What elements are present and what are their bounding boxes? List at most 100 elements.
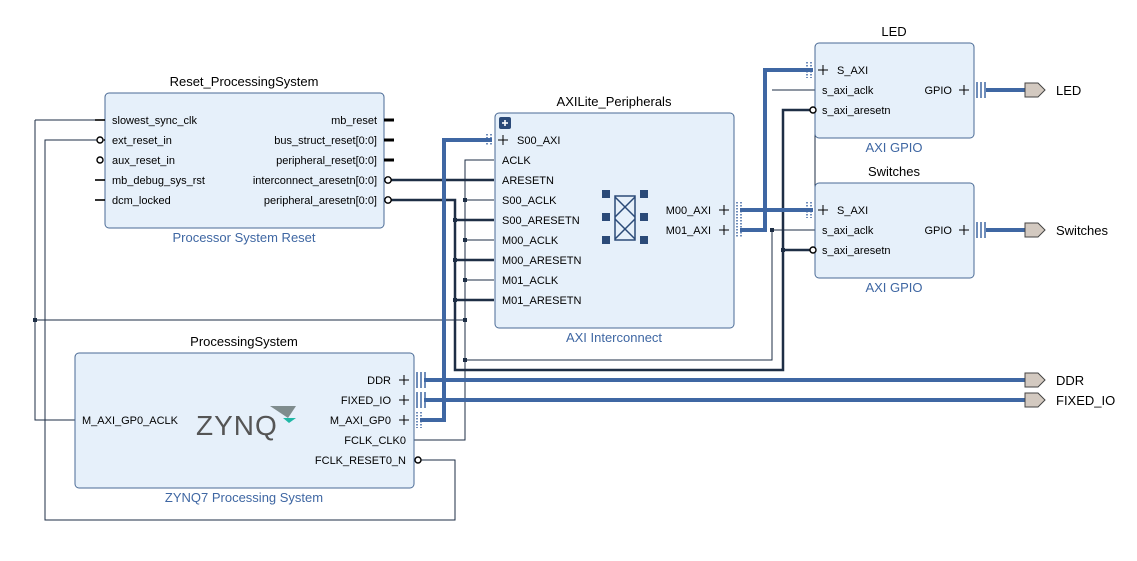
port-label: FIXED_IO bbox=[1056, 393, 1115, 408]
pin-s-axi[interactable]: S_AXI bbox=[837, 65, 868, 77]
zynq-logo: ZYNQ bbox=[196, 406, 296, 441]
pin-m01-aclk[interactable]: M01_ACLK bbox=[502, 275, 559, 287]
block-title: AXILite_Peripherals bbox=[557, 94, 672, 109]
block-title: LED bbox=[881, 24, 906, 39]
port-label: Switches bbox=[1056, 223, 1109, 238]
plus-icon[interactable] bbox=[399, 415, 409, 425]
pin-s00-axi[interactable]: S00_AXI bbox=[517, 135, 560, 147]
external-port-switches[interactable]: Switches bbox=[1024, 222, 1109, 238]
block-subtitle: AXI Interconnect bbox=[566, 330, 662, 345]
pin-gpio[interactable]: GPIO bbox=[924, 85, 952, 97]
plus-icon[interactable] bbox=[818, 205, 828, 215]
processing-system-block[interactable]: ProcessingSystem ZYNQ7 Processing System… bbox=[74, 334, 426, 505]
bubble-icon bbox=[414, 456, 422, 464]
junction bbox=[463, 358, 467, 362]
axilite-peripherals-block[interactable]: AXILite_Peripherals AXI Interconnect S00… bbox=[486, 94, 742, 345]
net-peripheral-aresetn[interactable] bbox=[388, 108, 815, 372]
plus-icon[interactable] bbox=[818, 65, 828, 75]
plus-icon[interactable] bbox=[498, 135, 508, 145]
junction bbox=[453, 258, 457, 262]
plus-icon[interactable] bbox=[399, 375, 409, 385]
pin-m00-aclk[interactable]: M00_ACLK bbox=[502, 235, 559, 247]
pin-s00-aclk[interactable]: S00_ACLK bbox=[502, 195, 557, 207]
port-label: DDR bbox=[1056, 373, 1084, 388]
pin-aresetn[interactable]: ARESETN bbox=[502, 175, 554, 187]
port-arrow-icon bbox=[1024, 372, 1046, 388]
external-port-led[interactable]: LED bbox=[1024, 82, 1081, 98]
junction bbox=[781, 248, 785, 252]
bubble-icon bbox=[809, 246, 817, 254]
pin-ext-reset-in[interactable]: ext_reset_in bbox=[112, 135, 172, 147]
bus-m00-axi[interactable] bbox=[740, 68, 813, 212]
junction bbox=[463, 318, 467, 322]
pin-m-axi-gp0[interactable]: M_AXI_GP0 bbox=[330, 415, 391, 427]
bus-m01-axi[interactable] bbox=[740, 208, 813, 232]
plus-box-icon[interactable] bbox=[499, 117, 511, 129]
port-arrow-icon bbox=[1024, 392, 1046, 408]
pin-aux-reset-in[interactable]: aux_reset_in bbox=[112, 155, 175, 167]
junction bbox=[463, 198, 467, 202]
junction bbox=[770, 228, 774, 232]
pin-m01-axi[interactable]: M01_AXI bbox=[666, 225, 711, 237]
pin-m00-axi[interactable]: M00_AXI bbox=[666, 205, 711, 217]
pin-s-axi-aclk[interactable]: s_axi_aclk bbox=[822, 85, 874, 97]
pin-ddr[interactable]: DDR bbox=[367, 375, 391, 387]
pin-m00-aresetn[interactable]: M00_ARESETN bbox=[502, 255, 582, 267]
net-fclk-reset0-n[interactable] bbox=[44, 139, 456, 521]
pin-dcm-locked[interactable]: dcm_locked bbox=[112, 195, 171, 207]
bubble-icon bbox=[809, 106, 817, 114]
net-junctions bbox=[33, 198, 785, 362]
junction bbox=[463, 238, 467, 242]
pin-bus-struct-reset[interactable]: bus_struct_reset[0:0] bbox=[274, 135, 377, 147]
block-subtitle: AXI GPIO bbox=[865, 280, 922, 295]
pin-slowest-sync-clk[interactable]: slowest_sync_clk bbox=[112, 115, 197, 127]
external-port-fixed-io[interactable]: FIXED_IO bbox=[1024, 392, 1115, 408]
interface-buses bbox=[420, 68, 1025, 422]
bubble-icon bbox=[96, 136, 104, 144]
net-wires bbox=[34, 89, 816, 521]
crossbar-icon bbox=[602, 190, 648, 244]
pin-s00-aresetn[interactable]: S00_ARESETN bbox=[502, 215, 580, 227]
pin-s-axi-aclk[interactable]: s_axi_aclk bbox=[822, 225, 874, 237]
pin-mb-reset[interactable]: mb_reset bbox=[331, 115, 377, 127]
pin-aclk[interactable]: ACLK bbox=[502, 155, 531, 167]
svg-text:ZYNQ: ZYNQ bbox=[196, 410, 278, 441]
bubble-icon bbox=[96, 156, 104, 164]
plus-icon[interactable] bbox=[959, 225, 969, 235]
pin-interconnect-aresetn[interactable]: interconnect_aresetn[0:0] bbox=[253, 175, 377, 187]
pin-fclk-reset0-n[interactable]: FCLK_RESET0_N bbox=[315, 455, 406, 467]
block-title: Switches bbox=[868, 164, 921, 179]
junction bbox=[33, 318, 37, 322]
pin-fixed-io[interactable]: FIXED_IO bbox=[341, 395, 392, 407]
plus-icon[interactable] bbox=[399, 395, 409, 405]
pin-peripheral-reset[interactable]: peripheral_reset[0:0] bbox=[276, 155, 377, 167]
plus-icon[interactable] bbox=[719, 205, 729, 215]
junction bbox=[453, 298, 457, 302]
pin-gpio[interactable]: GPIO bbox=[924, 225, 952, 237]
external-port-ddr[interactable]: DDR bbox=[1024, 372, 1084, 388]
plus-icon[interactable] bbox=[959, 85, 969, 95]
block-body[interactable] bbox=[74, 352, 415, 489]
pin-m01-aresetn[interactable]: M01_ARESETN bbox=[502, 295, 582, 307]
switches-gpio-block[interactable]: Switches AXI GPIO S_AXI s_axi_aclk s_axi… bbox=[806, 164, 986, 295]
bus-m-axi-gp0[interactable] bbox=[420, 138, 492, 422]
block-subtitle: ZYNQ7 Processing System bbox=[165, 490, 323, 505]
pin-m-axi-gp0-aclk[interactable]: M_AXI_GP0_ACLK bbox=[82, 415, 179, 427]
pin-s-axi-aresetn[interactable]: s_axi_aresetn bbox=[822, 105, 891, 117]
junction bbox=[463, 278, 467, 282]
block-body[interactable] bbox=[814, 182, 975, 279]
block-body[interactable] bbox=[814, 42, 975, 139]
led-gpio-block[interactable]: LED AXI GPIO S_AXI s_axi_aclk s_axi_ares… bbox=[806, 24, 986, 155]
reset-processing-system-block[interactable]: Reset_ProcessingSystem Processor System … bbox=[95, 74, 394, 245]
block-title: ProcessingSystem bbox=[190, 334, 298, 349]
pin-mb-debug-sys-rst[interactable]: mb_debug_sys_rst bbox=[112, 175, 205, 187]
bubble-icon bbox=[384, 176, 392, 184]
pin-fclk-clk0[interactable]: FCLK_CLK0 bbox=[344, 435, 406, 447]
pin-peripheral-aresetn[interactable]: peripheral_aresetn[0:0] bbox=[264, 195, 377, 207]
block-subtitle: Processor System Reset bbox=[172, 230, 315, 245]
block-subtitle: AXI GPIO bbox=[865, 140, 922, 155]
pin-s-axi[interactable]: S_AXI bbox=[837, 205, 868, 217]
port-label: LED bbox=[1056, 83, 1081, 98]
plus-icon[interactable] bbox=[719, 225, 729, 235]
pin-s-axi-aresetn[interactable]: s_axi_aresetn bbox=[822, 245, 891, 257]
